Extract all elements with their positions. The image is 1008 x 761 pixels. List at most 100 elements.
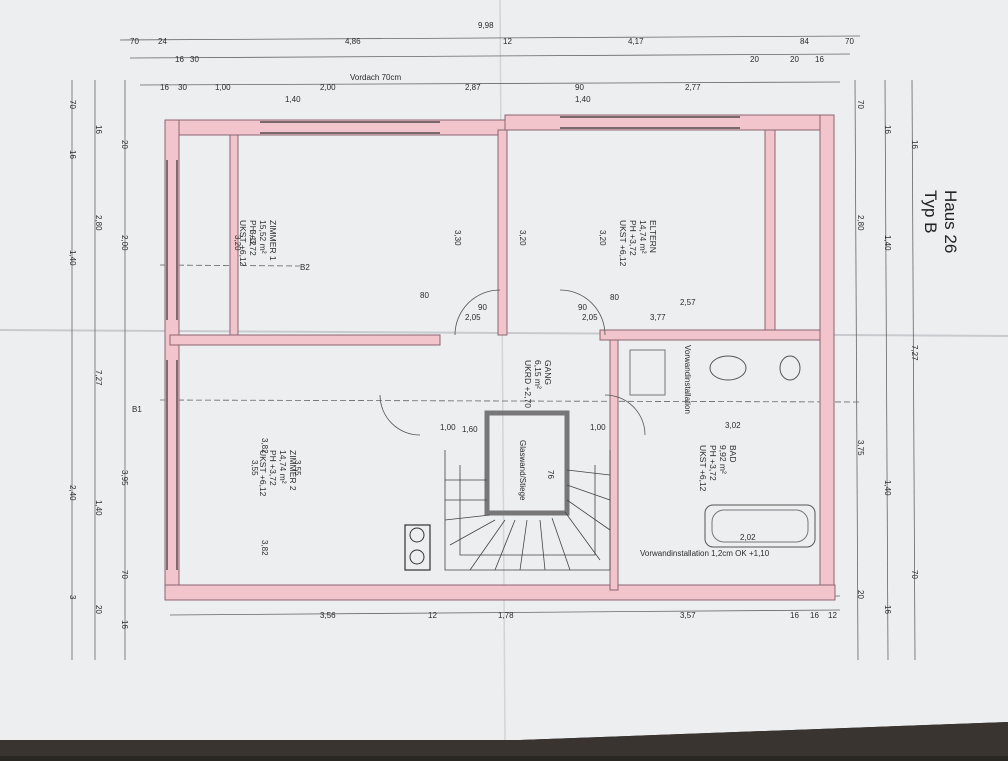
room-label-eltern: 14,74 m² — [638, 220, 648, 254]
wall-bath — [609, 339, 619, 591]
section-marker-b2: B2 — [300, 263, 310, 272]
dim-inner: 1,60 — [462, 425, 478, 434]
dim-left: 7,27 — [94, 370, 103, 386]
room-label-eltern: ELTERN — [648, 220, 658, 253]
stair-opening — [484, 410, 570, 516]
dim-inner: 3,02 — [725, 421, 741, 430]
toilet — [779, 355, 801, 381]
dim-right: 16 — [883, 605, 892, 614]
dim-top-row1: 24 — [158, 37, 167, 46]
dim-bottom: 12 — [428, 611, 437, 620]
room-label-gang: GANG — [543, 360, 553, 385]
dim-left: 1,40 — [68, 250, 77, 266]
dim-inner: 3,30 — [453, 230, 462, 246]
dim-left: 3 — [68, 595, 77, 600]
wall-bottom — [164, 584, 836, 601]
dim-inner: 3,82 — [260, 438, 269, 454]
dim-inner: 3,20 — [598, 230, 607, 246]
stair-steps-label: 76 — [546, 470, 555, 479]
wall-inner-room1 — [229, 134, 239, 336]
dim-left: 16 — [120, 620, 129, 629]
dim-top-row3: 16 — [160, 83, 169, 92]
dim-right: 1,40 — [883, 235, 892, 251]
dim-right: 16 — [883, 125, 892, 134]
stair-label: Glaswand/Stiege — [518, 440, 527, 501]
dim-top-row2: 16 — [175, 55, 184, 64]
wall-inner-mid-right — [599, 329, 821, 341]
dim-inner: 2,57 — [680, 298, 696, 307]
dim-top-row3: 30 — [178, 83, 187, 92]
room-label-zimmer1: UKST +6,12 — [238, 220, 248, 267]
room-label-zimmer1: 15,52 m² — [258, 220, 268, 254]
dim-bottom: 3,56 — [320, 611, 336, 620]
dim-right: 20 — [856, 590, 865, 599]
bathtub — [704, 504, 816, 548]
dim-left: 16 — [94, 125, 103, 134]
dim-top-row3: 90 — [575, 83, 584, 92]
room-label-eltern: PH +3,72 — [628, 220, 638, 256]
wash-basin — [709, 355, 747, 381]
dim-left: 16 — [68, 150, 77, 159]
dim-left: 70 — [68, 100, 77, 109]
room-label-bad: UKST +6,12 — [698, 445, 708, 492]
dim-left: 20 — [94, 605, 103, 614]
dim-top-row3: 1,40 — [575, 95, 591, 104]
dim-inner: 3,82 — [260, 540, 269, 556]
heating-unit-ring — [409, 549, 425, 565]
heating-unit-ring — [409, 527, 425, 543]
dim-inner: 3,20 — [233, 235, 242, 251]
dim-top-row2: 20 — [750, 55, 759, 64]
dim-top-row3: 2,77 — [685, 83, 701, 92]
dim-inner: 80 — [420, 291, 429, 300]
stair-treads — [444, 450, 611, 571]
tub-note: Vorwandinstallation 1,2cm OK +1,10 — [640, 549, 770, 558]
dim-left: 2,80 — [94, 215, 103, 231]
dim-inner: 90 — [578, 303, 587, 312]
dim-top-row2: 20 — [790, 55, 799, 64]
dim-inner: 3,55 — [293, 460, 302, 476]
dim-bottom: 16 — [810, 611, 819, 620]
room-label-zimmer1: PH +3,72 — [248, 220, 258, 256]
heating-unit — [404, 524, 431, 571]
door-swings — [379, 289, 646, 436]
dim-top-row3: 2,00 — [320, 83, 336, 92]
shower-tray — [629, 349, 666, 396]
dim-top-row2: 16 — [815, 55, 824, 64]
room-label-zimmer2: UKST +6,12 — [258, 450, 268, 497]
wall-eltern — [764, 129, 776, 331]
dim-right: 16 — [910, 140, 919, 149]
room-label-zimmer1: ZIMMER 1 — [268, 220, 278, 261]
dim-inner: 3,55 — [250, 460, 259, 476]
room-label-zimmer2: ZIMMER 2 — [288, 450, 298, 491]
dim-bottom: 3,57 — [680, 611, 696, 620]
windows — [166, 116, 740, 570]
dim-top-row1: 70 — [130, 37, 139, 46]
dim-right: 2,80 — [856, 215, 865, 231]
room-label-bad: BAD — [728, 445, 738, 462]
dim-top-row3: 1,00 — [215, 83, 231, 92]
dim-bottom: 16 — [790, 611, 799, 620]
room-label-gang: 6,15 m² — [533, 360, 543, 389]
dim-top-row1: 84 — [800, 37, 809, 46]
room-label-gang: UKRD +2,70 — [523, 360, 533, 408]
room-label-eltern: UKST +6,12 — [618, 220, 628, 267]
section-marker-b1: B1 — [132, 405, 142, 414]
dim-left: 3,95 — [120, 470, 129, 486]
dim-top-row1: 4,17 — [628, 37, 644, 46]
dim-inner: 90 — [478, 303, 487, 312]
wall-right — [819, 114, 835, 601]
room-label-zimmer2: PH +3,72 — [268, 450, 278, 486]
dim-left: 2,00 — [120, 235, 129, 251]
dim-bottom: 12 — [828, 611, 837, 620]
dim-inner: 3,12 — [248, 230, 257, 246]
dim-inner: 3,77 — [650, 313, 666, 322]
room-label-zimmer2: 14,74 m² — [278, 450, 288, 484]
bath-note: Vorwandinstallation — [683, 345, 692, 414]
dim-left: 1,40 — [94, 500, 103, 516]
room-label-bad: 9,92 m² — [718, 445, 728, 474]
dim-right: 7,27 — [910, 345, 919, 361]
